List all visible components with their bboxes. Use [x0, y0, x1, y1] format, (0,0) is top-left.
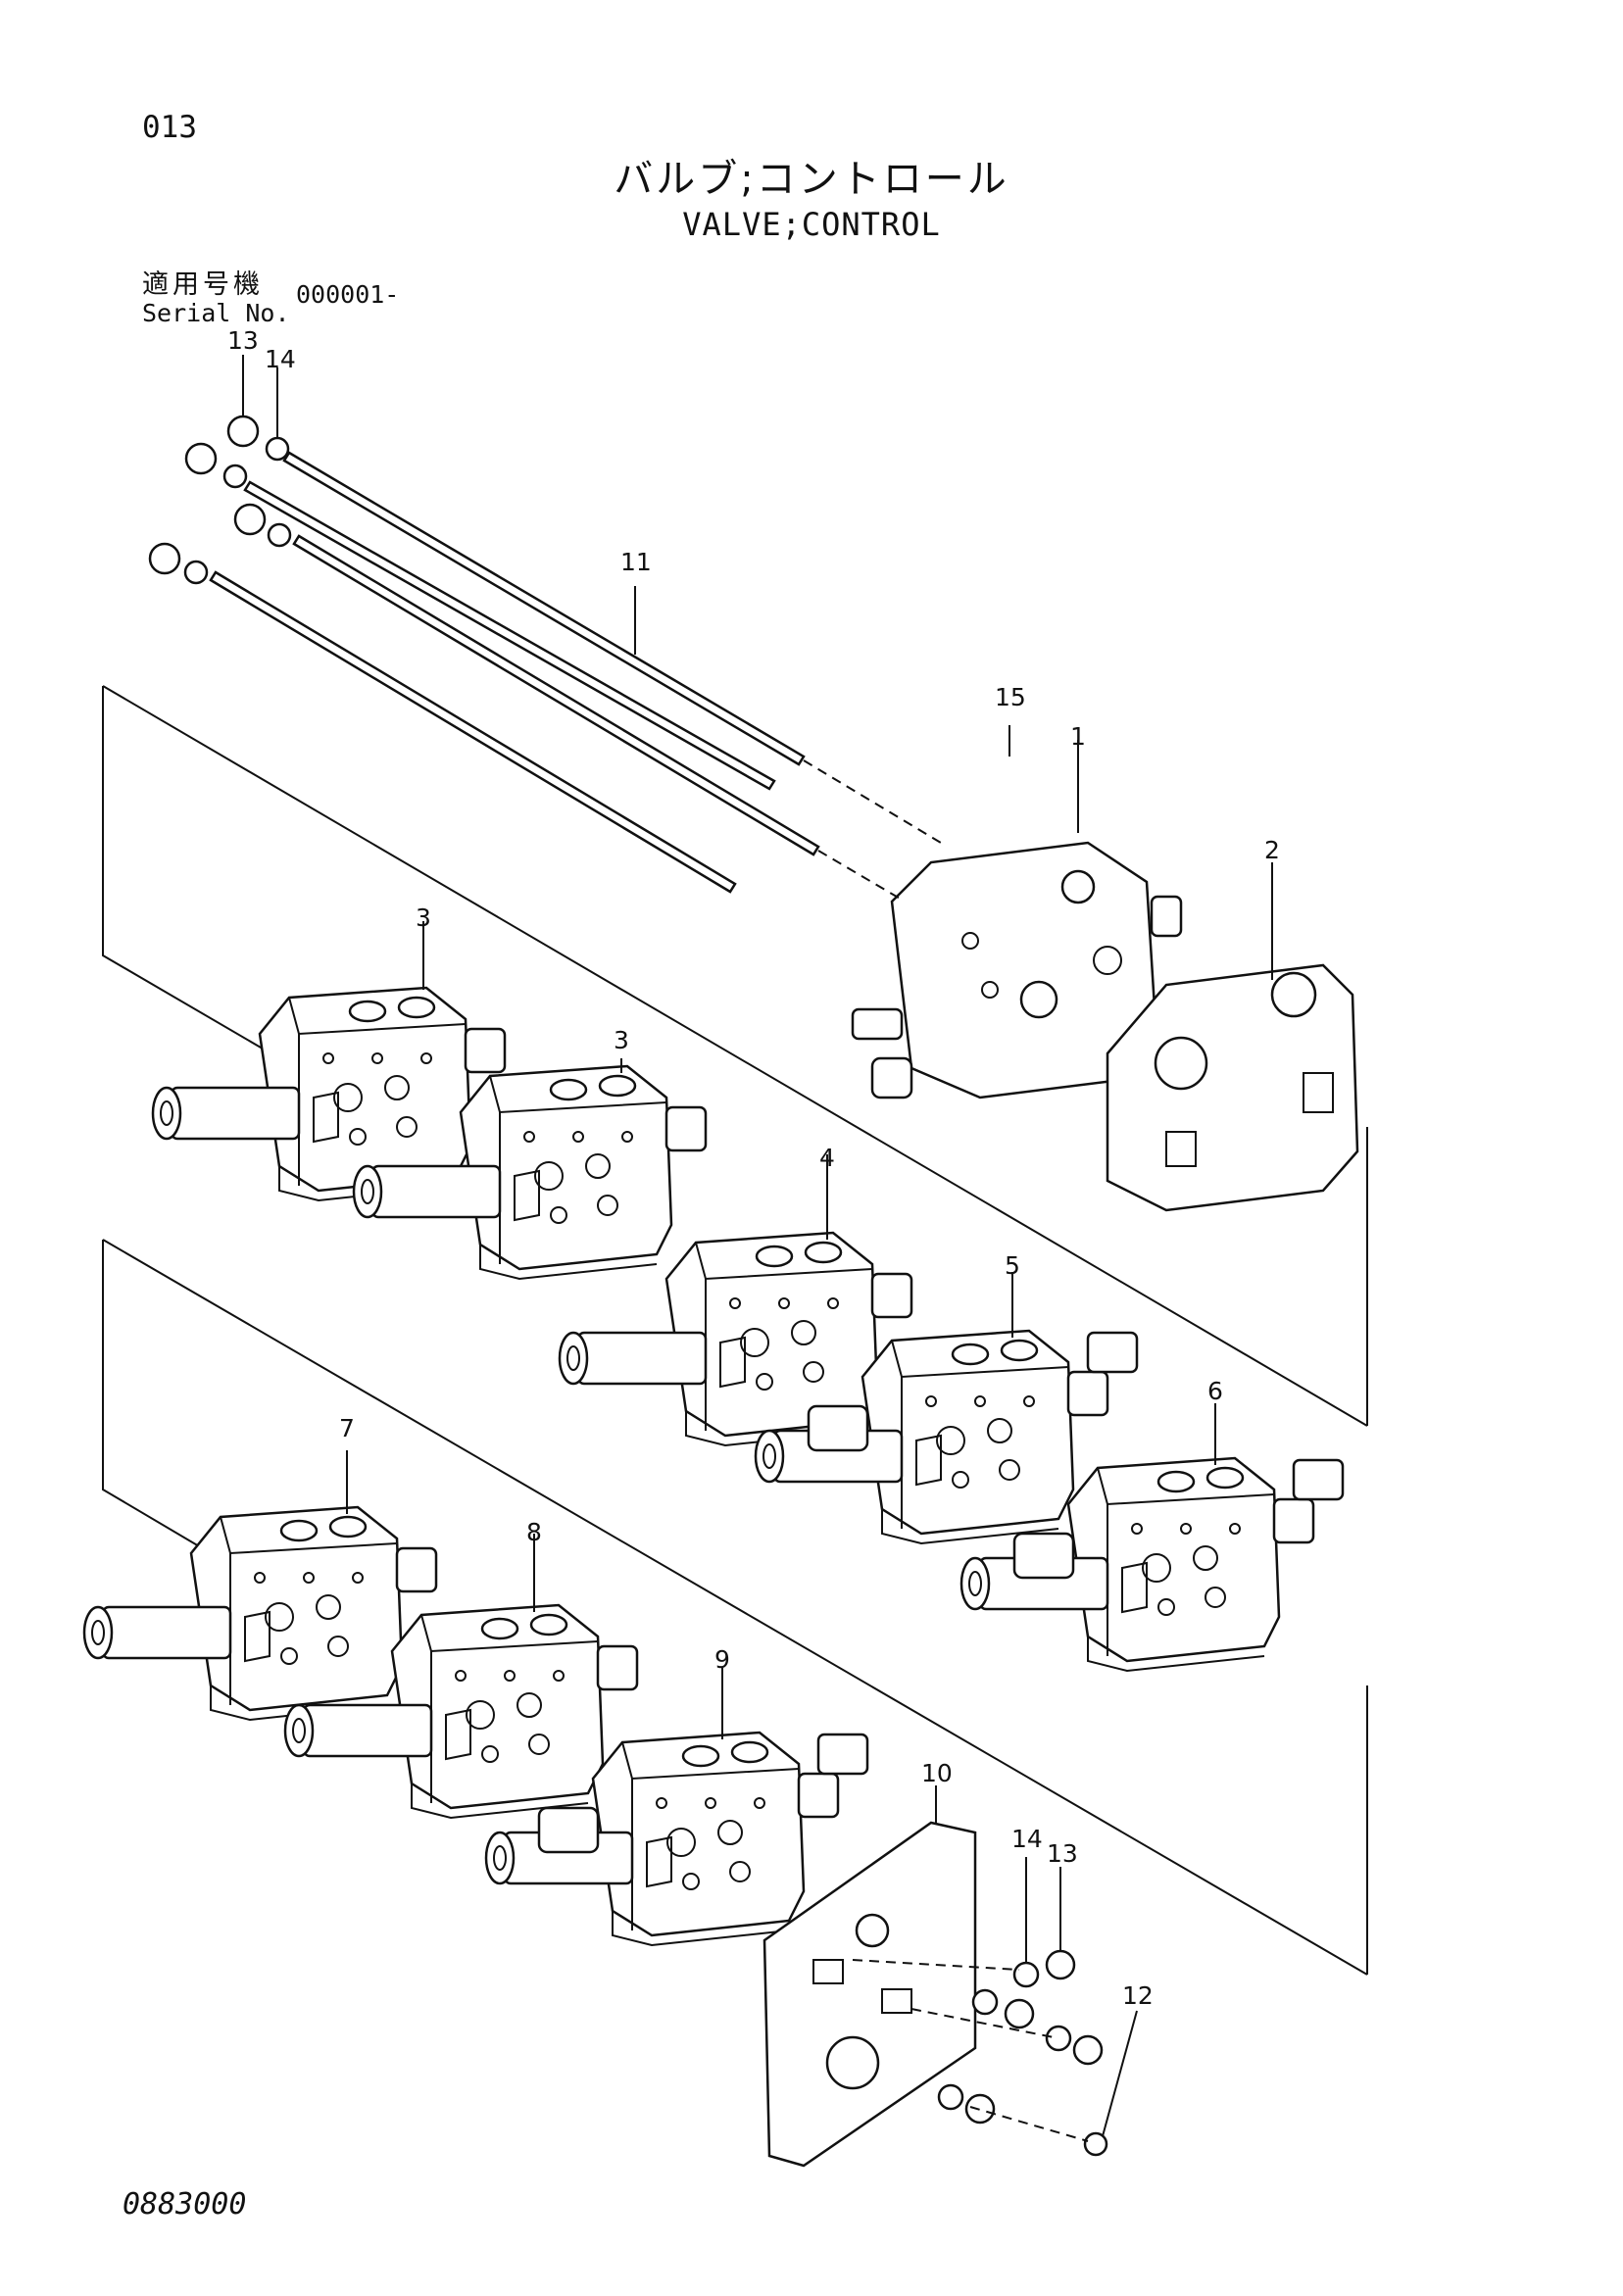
- callout-14-top: 14: [265, 345, 296, 373]
- drawing-number: 0883000: [123, 2187, 247, 2222]
- serial-label-english: Serial No.: [142, 299, 290, 327]
- callout-9: 9: [714, 1645, 730, 1674]
- callout-3b: 3: [614, 1026, 629, 1054]
- callout-15: 15: [995, 683, 1026, 711]
- callout-13-bottom: 13: [1047, 1839, 1078, 1868]
- callout-12: 12: [1122, 1981, 1154, 2010]
- relief-section-2: [1106, 963, 1359, 1212]
- nuts-washers-bottom: [937, 1949, 1108, 2157]
- serial-number-value: 000001-: [296, 280, 400, 309]
- callout-6: 6: [1207, 1377, 1223, 1405]
- rod-hidden-lines: [803, 759, 1089, 2142]
- serial-label-japanese: 適用号機: [142, 269, 264, 300]
- callout-8: 8: [526, 1518, 542, 1546]
- callout-3a: 3: [416, 904, 431, 932]
- leader-lines: [242, 355, 1273, 2137]
- callout-4: 4: [819, 1144, 835, 1172]
- callout-14-bottom: 14: [1011, 1825, 1043, 1853]
- callout-2: 2: [1264, 836, 1280, 864]
- nuts-washers-top: [148, 415, 292, 585]
- title-japanese: バルブ;コントロール: [614, 157, 1009, 202]
- page-number: 013: [142, 110, 197, 145]
- assembly-outline-lines: [102, 685, 1368, 1976]
- inlet-section-1: [851, 841, 1183, 1099]
- callout-1: 1: [1070, 722, 1086, 751]
- title-english: VALVE;CONTROL: [682, 206, 941, 243]
- callout-5: 5: [1005, 1251, 1020, 1280]
- end-plate-10: [762, 1821, 977, 2168]
- callout-13-top: 13: [227, 326, 259, 355]
- callout-labels: 13 14 11 15 1 2 3 3 4 5 6 7 8 9 10 14 13…: [227, 326, 1280, 2010]
- section-7: [82, 1505, 438, 1722]
- callout-7: 7: [339, 1414, 355, 1442]
- tie-rods: [209, 451, 820, 894]
- callout-11: 11: [620, 548, 652, 576]
- callout-10: 10: [921, 1759, 953, 1787]
